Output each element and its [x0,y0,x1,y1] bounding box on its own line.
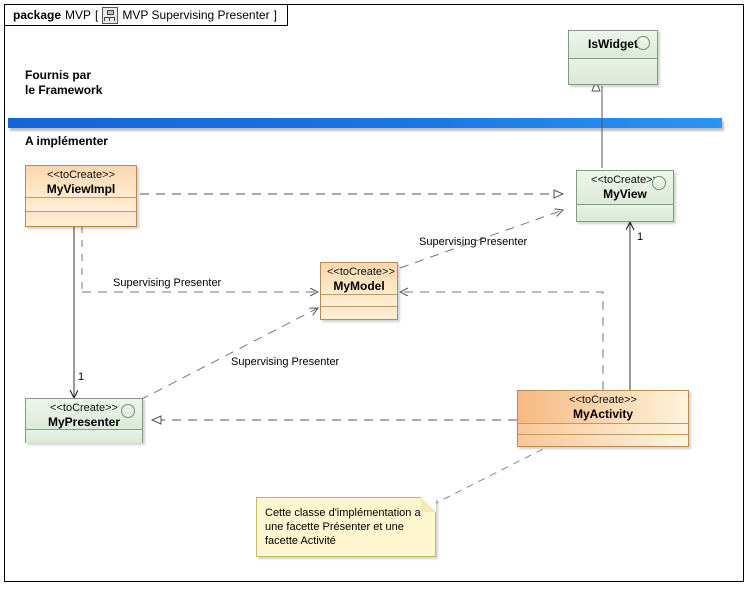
multiplicity-mypresenter: 1 [78,371,85,383]
edge-myactivity-mymodel [400,292,604,390]
interface-circle-icon [652,176,666,190]
node-mypresenter-stereotype: <<toCreate>> [50,402,118,414]
node-myview-header: <<toCreate>> MyView [577,171,673,205]
node-myview-stereotype: <<toCreate>> [591,174,659,186]
node-myviewimpl-stereotype: <<toCreate>> [47,169,115,181]
node-mymodel-name: MyModel [333,279,385,293]
node-myactivity-compartment-1 [518,424,688,435]
section-label-framework: Fournis par le Framework [25,68,103,97]
section-divider-bar [8,118,722,128]
section-label-to-implement: A implémenter [25,134,108,148]
node-mymodel-compartment-1 [321,295,397,307]
node-mymodel-stereotype: <<toCreate>> [327,266,395,278]
edge-label-supervising-presenter-3: Supervising Presenter [231,356,340,368]
note-myactivity[interactable]: Cette classe d'implémentation a une face… [256,497,436,557]
node-myactivity[interactable]: <<toCreate>> MyActivity [517,390,689,447]
node-mypresenter-header: <<toCreate>> MyPresenter [26,399,142,430]
interface-circle-icon [121,404,135,418]
edge-mymodel-myview [399,210,563,269]
multiplicity-myview: 1 [637,231,644,243]
node-myviewimpl-compartment-2 [26,212,136,226]
package-header-tab: package MVP [ MVP Supervising Presenter … [4,4,288,26]
node-mymodel-header: <<toCreate>> MyModel [321,263,397,295]
note-connector [431,447,546,506]
node-myviewimpl-header: <<toCreate>> MyViewImpl [26,166,136,198]
node-myactivity-stereotype: <<toCreate>> [569,394,637,406]
package-name: MVP [65,8,92,22]
node-mymodel[interactable]: <<toCreate>> MyModel [320,262,398,320]
node-iswidget-name: IsWidget [588,37,638,51]
node-iswidget-compartment-1 [569,59,657,84]
package-diagram-icon [102,6,119,24]
edge-label-supervising-presenter-1: Supervising Presenter [113,277,222,289]
edge-label-supervising-presenter-2: Supervising Presenter [419,236,528,248]
node-myview-compartment-1 [577,205,673,221]
node-myviewimpl-compartment-1 [26,198,136,212]
node-myactivity-header: <<toCreate>> MyActivity [518,391,688,424]
node-iswidget[interactable]: IsWidget [568,30,658,85]
package-keyword: package [13,8,62,22]
node-mymodel-compartment-2 [321,307,397,319]
bracket-open: [ [95,8,99,22]
node-myactivity-compartment-2 [518,435,688,446]
node-myactivity-name: MyActivity [572,407,634,421]
edge-myviewimpl-mymodel [81,226,318,292]
node-myview[interactable]: <<toCreate>> MyView [576,170,674,222]
bracket-close: ] [273,8,277,22]
node-myview-name: MyView [603,187,647,201]
node-iswidget-header: IsWidget [569,31,657,59]
node-mypresenter-name: MyPresenter [47,415,121,429]
node-myviewimpl-name: MyViewImpl [46,182,116,196]
node-mypresenter-compartment-1 [26,430,142,443]
note-fold-icon [421,497,436,512]
node-myviewimpl[interactable]: <<toCreate>> MyViewImpl [25,165,137,227]
node-mypresenter[interactable]: <<toCreate>> MyPresenter [25,398,143,443]
diagram-name: MVP Supervising Presenter [122,8,270,22]
edge-mypresenter-mymodel [139,308,318,401]
interface-circle-icon [636,36,650,50]
note-text: Cette classe d'implémentation a une face… [265,507,421,547]
